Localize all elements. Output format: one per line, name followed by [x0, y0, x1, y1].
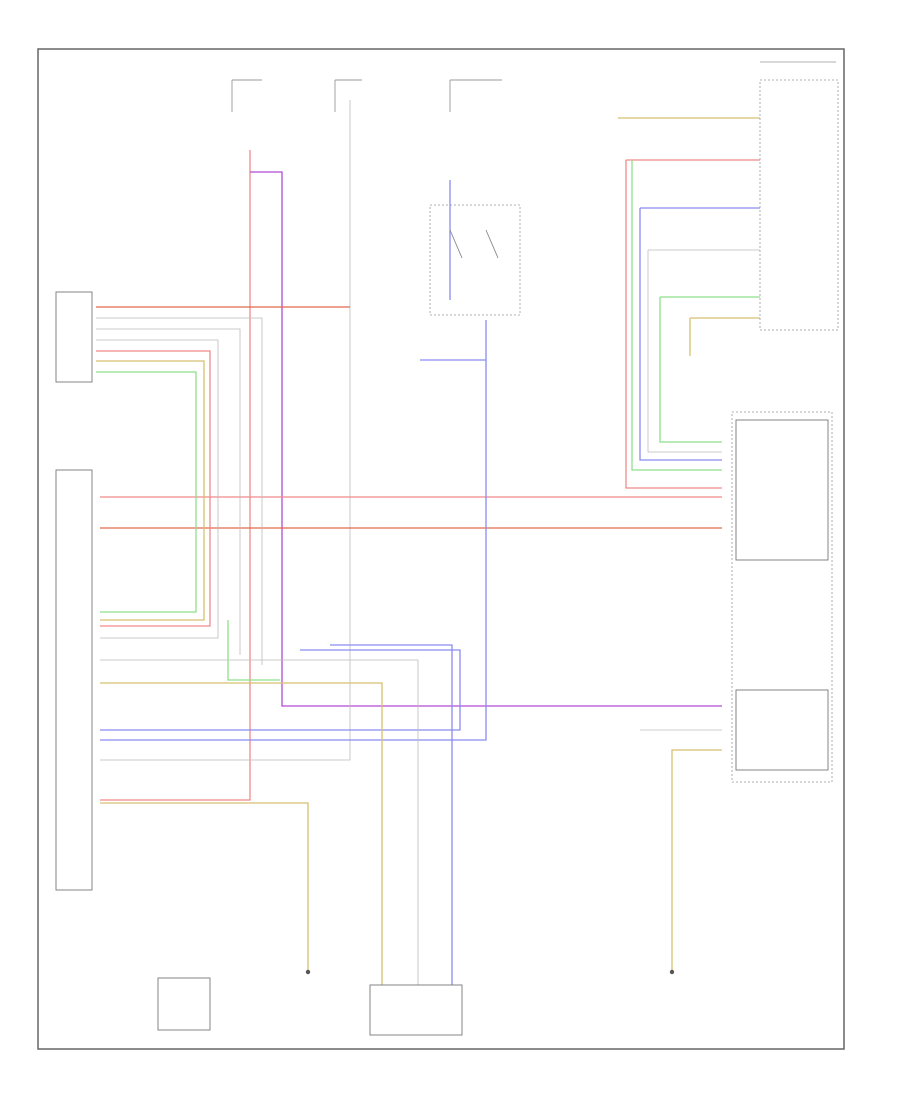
- switch-group: [429, 204, 521, 316]
- wire-red-2: [96, 350, 211, 627]
- right-switch-panel: [759, 79, 839, 331]
- wire-blue-c: [100, 649, 461, 731]
- wire-yellow-2: [96, 360, 205, 621]
- wire-red-fuse1: [100, 150, 251, 801]
- wire-violet: [250, 171, 722, 707]
- ground-left: [305, 969, 311, 975]
- wire-green-right2: [659, 296, 760, 443]
- wire-blue-transceiver: [330, 644, 453, 985]
- top-power-feeds: [231, 79, 502, 112]
- wire-grey-1: [96, 317, 263, 665]
- wire-grey-fuse2: [100, 100, 351, 761]
- cluster-lower-block: [735, 689, 829, 771]
- wire-grey-2: [96, 328, 241, 655]
- diagram-frame: [37, 48, 845, 1050]
- wire-green-right: [631, 160, 722, 471]
- main-module: [55, 469, 93, 891]
- wire-blue-switch: [100, 320, 487, 741]
- wire-grey-right: [647, 249, 760, 453]
- bottom-center-box: [369, 984, 463, 1036]
- cluster-upper-block: [735, 419, 829, 561]
- wire-green-1: [96, 371, 197, 613]
- left-module: [55, 291, 93, 383]
- wire-grey-3: [96, 339, 219, 639]
- wire-red-right: [625, 159, 760, 489]
- wire-green-2: [227, 620, 280, 681]
- wire-yellow-transceiver: [100, 682, 383, 985]
- wire-grey-transceiver: [100, 659, 419, 985]
- wire-yellow-right2: [689, 317, 760, 356]
- ground-right: [669, 969, 675, 975]
- wire-blue-right: [639, 207, 760, 461]
- wire-yellow-ground-right: [671, 749, 722, 972]
- bottom-left-box: [157, 977, 211, 1031]
- instrument-cluster: [731, 411, 833, 783]
- wire-yellow-ground: [100, 802, 309, 972]
